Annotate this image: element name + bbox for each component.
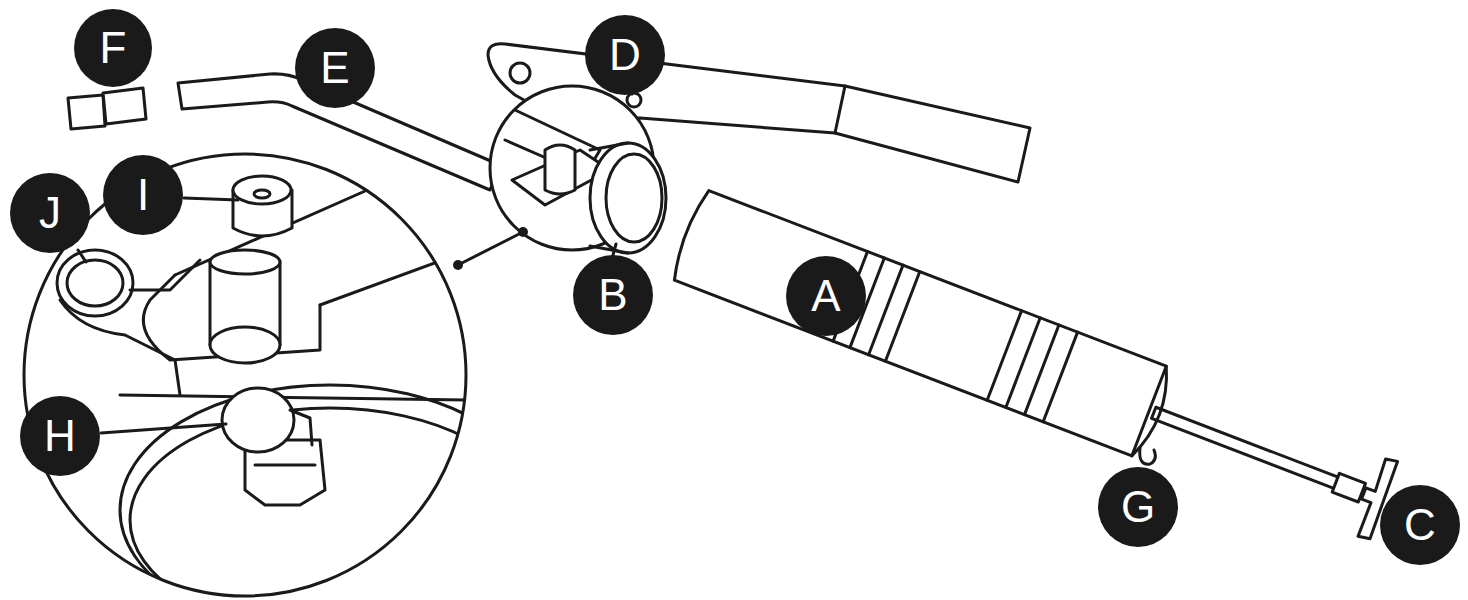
callout-letter: J <box>39 191 61 235</box>
callout-letter: D <box>609 33 641 77</box>
callout-circle: F <box>74 9 152 87</box>
gun-head <box>490 86 666 253</box>
callout-circle: B <box>573 255 653 335</box>
callout-circle: A <box>786 256 866 336</box>
callout-letter: I <box>137 173 149 217</box>
magnified-detail <box>24 154 540 600</box>
callout-circle: D <box>585 15 665 95</box>
callout-circle: H <box>20 396 100 476</box>
callout-letter: E <box>320 46 349 90</box>
magnifier-leader <box>458 232 523 265</box>
callout-letter: G <box>1121 485 1155 529</box>
callout-letter: B <box>598 273 627 317</box>
callout-letter: C <box>1404 503 1436 547</box>
callout-circle: I <box>103 155 183 235</box>
callout-circle: G <box>1098 467 1178 547</box>
callout-circle: C <box>1380 485 1460 565</box>
callout-letter: A <box>811 274 840 318</box>
seal-blocks <box>68 88 146 129</box>
callout-leaders <box>78 92 633 433</box>
callout-circle: E <box>295 28 375 108</box>
bleeder-loop <box>1140 448 1156 464</box>
callout-letter: H <box>44 414 76 458</box>
barrel <box>669 188 1402 546</box>
callout-circle: J <box>10 173 90 253</box>
callout-letter: F <box>100 26 127 70</box>
